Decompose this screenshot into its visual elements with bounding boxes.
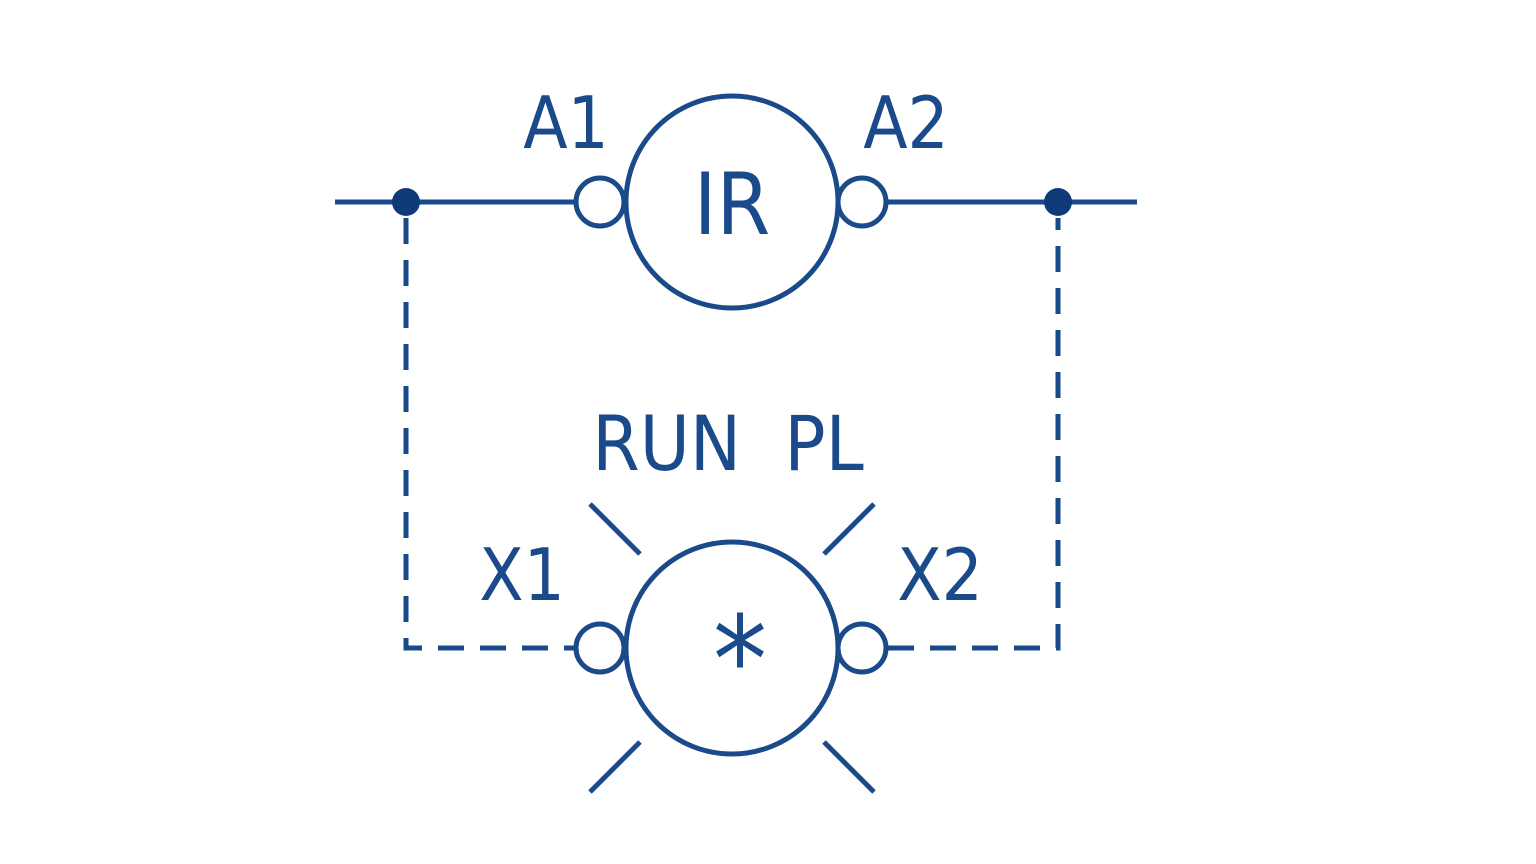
junction-node-right [1044,188,1072,216]
terminal-label-x2: X2 [897,533,983,617]
relay-terminal-a2 [835,175,889,229]
light-ray-lower-right [822,740,876,794]
pilot-terminal-x2 [835,621,889,675]
pilot-terminal-x1 [573,621,627,675]
pilot-light-asterisk: * [713,592,767,731]
light-ray-lower-left [588,740,642,794]
terminal-label-a2: A2 [863,81,949,165]
pilot-branch-wire-left [403,218,574,651]
relay-label: IR [694,155,771,255]
relay-terminal-a1 [573,175,627,229]
light-ray-upper-right [822,502,876,556]
pilot-light-label: RUN PL [592,399,863,488]
pilot-branch-wire-right [888,218,1061,651]
relay-coil: IR A1 A2 [523,81,949,311]
junction-node-left [392,188,420,216]
pilot-light: RUN PL * X1 X2 [479,399,983,794]
light-ray-upper-left [588,502,642,556]
terminal-label-a1: A1 [523,81,609,165]
terminal-label-x1: X1 [479,533,565,617]
